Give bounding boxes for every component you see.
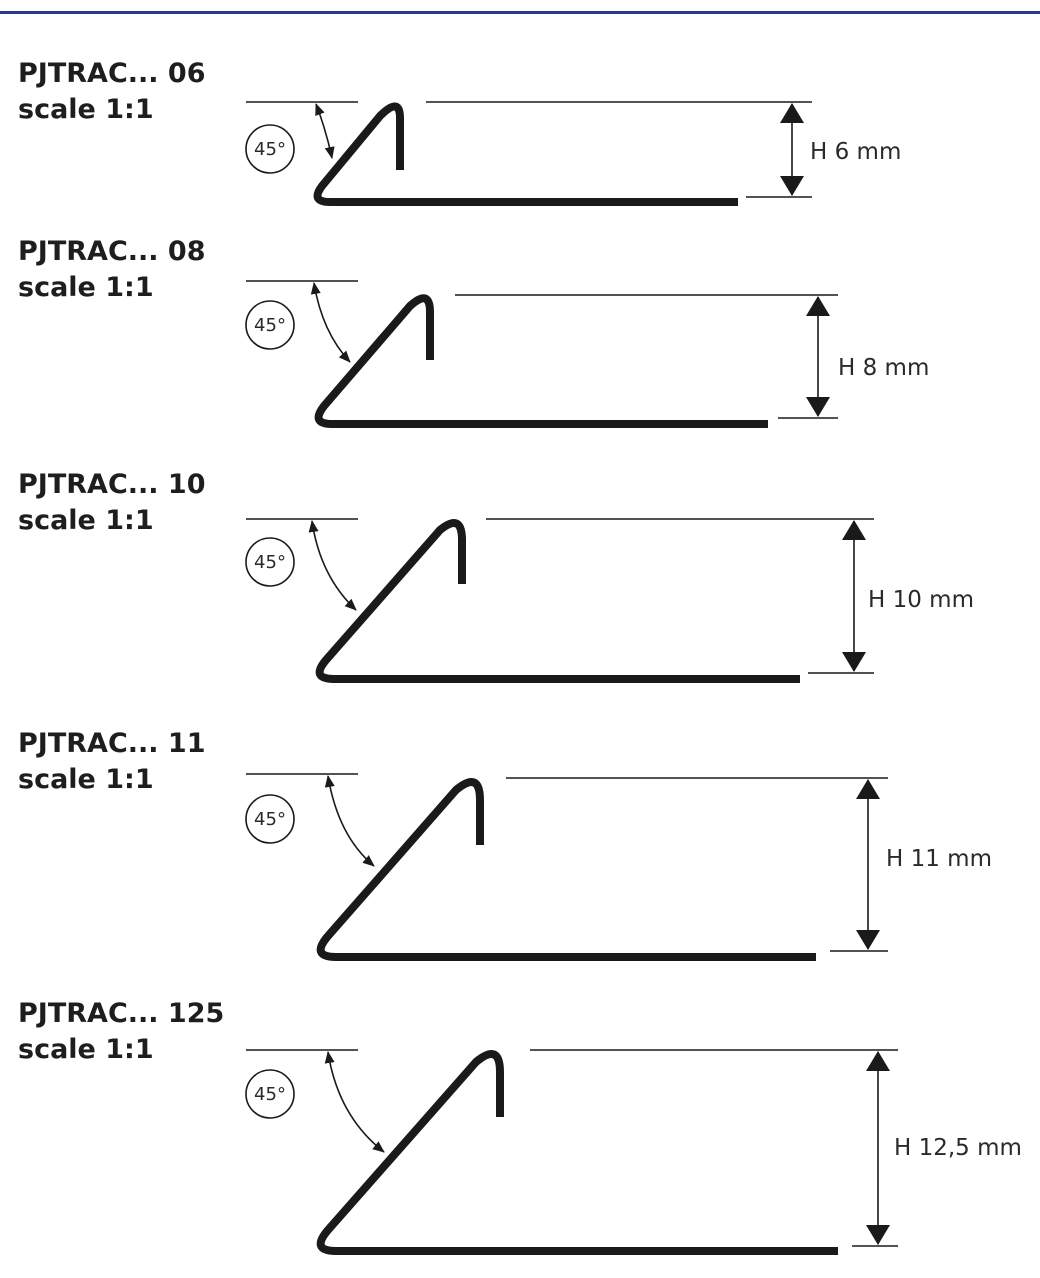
angle-badge bbox=[245, 300, 295, 350]
height-label: H 11 mm bbox=[886, 846, 992, 872]
profile-11: 45° H 11 mm bbox=[245, 773, 992, 961]
angle-badge bbox=[245, 794, 295, 844]
profile-shape bbox=[314, 294, 768, 428]
height-label: H 8 mm bbox=[838, 355, 929, 381]
profile-shape bbox=[315, 519, 800, 683]
profile-title-125: PJTRAC... 125 scale 1:1 bbox=[18, 996, 224, 1068]
profile-code: PJTRAC... 06 bbox=[18, 58, 206, 89]
profile-08: 45° H 8 mm bbox=[245, 280, 929, 428]
angle-arc bbox=[324, 775, 375, 867]
profile-10: 45° H 10 mm bbox=[245, 518, 974, 683]
angle-badge bbox=[245, 124, 295, 174]
profile-code: PJTRAC... 08 bbox=[18, 236, 206, 267]
profile-shape bbox=[313, 102, 738, 206]
height-label: H 12,5 mm bbox=[894, 1135, 1022, 1161]
angle-label: 45° bbox=[254, 809, 286, 830]
profile-scale: scale 1:1 bbox=[18, 764, 154, 795]
profile-125: 45° H 12,5 mm bbox=[245, 1049, 1022, 1255]
height-label: H 10 mm bbox=[868, 587, 974, 613]
angle-arc bbox=[308, 520, 357, 611]
profile-scale: scale 1:1 bbox=[18, 94, 154, 125]
angle-label: 45° bbox=[254, 139, 286, 160]
profile-code: PJTRAC... 125 bbox=[18, 998, 225, 1029]
angle-label: 45° bbox=[254, 552, 286, 573]
profile-scale: scale 1:1 bbox=[18, 505, 154, 536]
height-label: H 6 mm bbox=[810, 139, 901, 165]
angle-label: 45° bbox=[254, 315, 286, 336]
profile-title-11: PJTRAC... 11 scale 1:1 bbox=[18, 726, 206, 798]
profile-title-08: PJTRAC... 08 scale 1:1 bbox=[18, 234, 206, 306]
angle-label: 45° bbox=[254, 1084, 286, 1105]
profile-scale: scale 1:1 bbox=[18, 1034, 154, 1065]
profile-title-10: PJTRAC... 10 scale 1:1 bbox=[18, 467, 206, 539]
profile-code: PJTRAC... 10 bbox=[18, 469, 206, 500]
profile-shape bbox=[316, 1050, 838, 1255]
angle-arc bbox=[310, 282, 351, 363]
profile-06: 45° H 6 mm bbox=[245, 101, 901, 206]
profile-scale: scale 1:1 bbox=[18, 272, 154, 303]
profile-shape bbox=[316, 778, 816, 961]
angle-arc bbox=[324, 1051, 385, 1153]
profile-code: PJTRAC... 11 bbox=[18, 728, 206, 759]
angle-badge bbox=[245, 537, 295, 587]
header-rule bbox=[0, 11, 1040, 14]
angle-badge bbox=[245, 1069, 295, 1119]
profile-title-06: PJTRAC... 06 scale 1:1 bbox=[18, 56, 206, 128]
angle-arc bbox=[315, 103, 335, 159]
